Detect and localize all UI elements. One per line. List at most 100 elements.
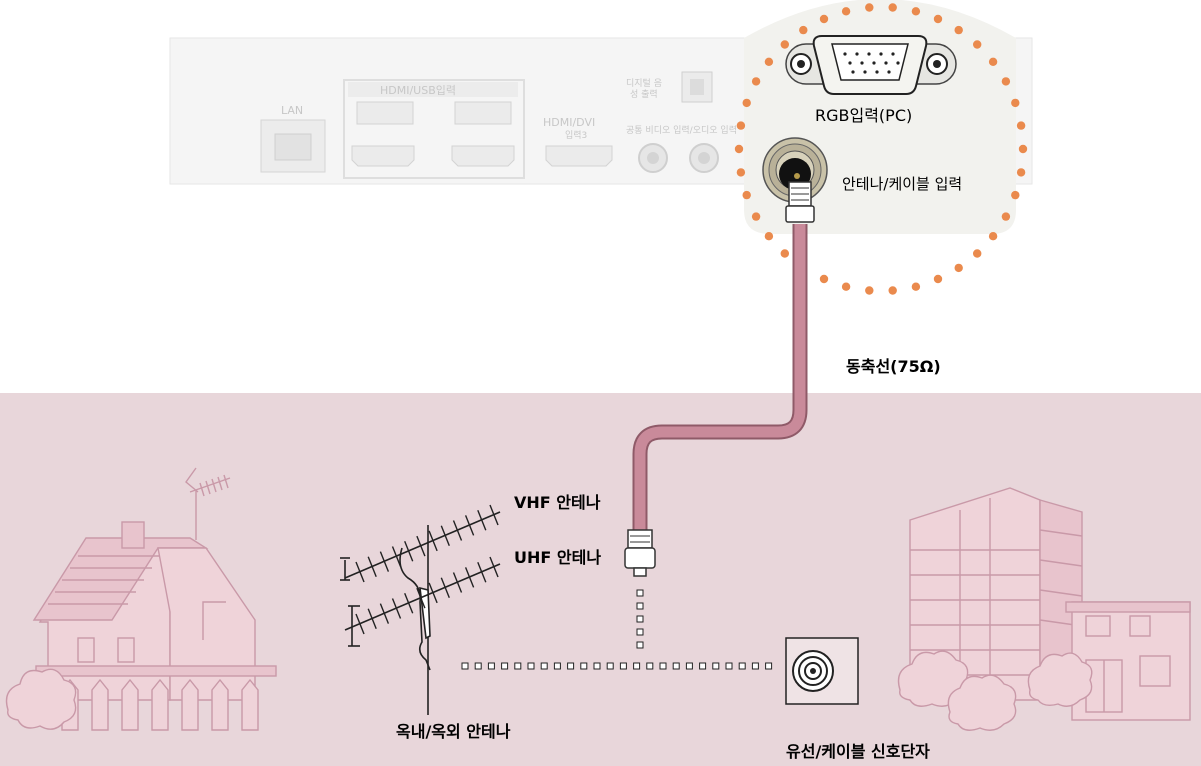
callout-dot [988, 57, 998, 66]
lan-port [260, 119, 326, 173]
signal-dash [606, 662, 614, 670]
callout-dot [1001, 77, 1011, 86]
antenna-element [489, 504, 499, 526]
signal-dash [527, 662, 535, 670]
antenna-element [404, 541, 414, 562]
antenna-label: 옥내/옥외 안테나 [396, 722, 511, 741]
callout-dot [973, 40, 982, 49]
antenna-element [440, 577, 450, 598]
tv-antenna-icon [340, 511, 501, 715]
signal-dash [501, 662, 509, 670]
callout-dot [734, 144, 744, 154]
callout-dot [954, 25, 963, 35]
hdmi-port-3 [545, 145, 613, 167]
callout-dot [780, 40, 789, 49]
signal-dash [580, 662, 588, 670]
callout-dot [888, 286, 897, 295]
callout-dot [841, 282, 851, 291]
component-label: 공통 비디오 입력/오디오 입력 [626, 124, 737, 136]
callout-dot [1016, 168, 1026, 177]
usb-port-1 [356, 101, 414, 125]
signal-dash [540, 662, 548, 670]
signal-dash [712, 662, 720, 670]
antenna-element [464, 515, 475, 536]
antenna-element [404, 593, 414, 614]
antenna-element [428, 530, 438, 552]
antenna-element [379, 551, 390, 572]
callout-dot [799, 25, 808, 35]
callout-dot [751, 212, 761, 221]
callout-dot [841, 7, 851, 16]
signal-dash [514, 662, 522, 670]
coax-cable-label: 동축선(75Ω) [846, 357, 941, 376]
callout-dot [911, 282, 921, 291]
cable-top-connector [785, 181, 815, 223]
digital-audio-label: 디지털 음 [626, 77, 662, 89]
callout-dot [1016, 121, 1026, 130]
rgb-input-label: RGB입력(PC) [815, 106, 912, 125]
usb-port-2 [454, 101, 512, 125]
hdmi-dvi-label: HDMI/DVI [543, 116, 595, 129]
input3-label: 입력3 [565, 129, 587, 141]
callout-dot [954, 263, 963, 273]
signal-dash [487, 662, 495, 670]
callout-dot [736, 168, 746, 177]
signal-dash [636, 615, 644, 623]
antenna-element [355, 561, 365, 583]
hdmi-port-1 [351, 145, 415, 167]
signal-dash [636, 602, 644, 610]
vhf-antenna-label: VHF 안테나 [514, 493, 601, 512]
antenna-element [367, 608, 377, 630]
signal-dash [659, 662, 667, 670]
bush-left [5, 668, 77, 730]
callout-dot [764, 232, 774, 241]
antenna-element [440, 525, 450, 546]
callout-dot [933, 274, 943, 284]
signal-dash [633, 662, 641, 670]
antenna-element [416, 587, 426, 609]
signal-dash [567, 662, 575, 670]
house-illustration [5, 467, 277, 731]
callout-dot [973, 249, 982, 258]
callout-dot [1011, 190, 1020, 200]
antenna-element [367, 556, 377, 578]
apartment-illustration [897, 487, 1191, 731]
antenna-element [416, 535, 426, 557]
hdmi-port-2 [451, 145, 515, 167]
antenna-element [355, 613, 365, 635]
callout-dot [988, 232, 998, 241]
callout-dot [751, 77, 761, 86]
signal-dash-lines [461, 589, 773, 670]
antenna-element [452, 520, 463, 541]
signal-dash [636, 628, 644, 636]
callout-dots [734, 3, 1028, 295]
uhf-antenna-label: UHF 안테나 [514, 548, 601, 567]
callout-dot [1001, 212, 1011, 221]
signal-dash [738, 662, 746, 670]
antenna-element [477, 561, 487, 583]
signal-dash [474, 662, 482, 670]
cable-terminal-label: 유선/케이블 신호단자 [786, 742, 930, 761]
callout-dot [742, 98, 751, 108]
callout-dot [780, 249, 789, 258]
signal-dash [685, 662, 693, 670]
antenna-input-label: 안테나/케이블 입력 [842, 175, 962, 193]
signal-dash [636, 589, 644, 597]
fence [61, 678, 259, 731]
antenna-element [391, 546, 402, 567]
antenna-element [391, 598, 402, 619]
signal-dash [461, 662, 469, 670]
callout-dot [911, 7, 921, 16]
callout-dot [865, 286, 874, 295]
signal-dash [636, 641, 644, 649]
signal-dash [751, 662, 759, 670]
antenna-element [428, 582, 438, 604]
signal-dash [765, 662, 773, 670]
callout-dot [933, 14, 943, 24]
antenna-element [452, 572, 463, 593]
digital-audio-label-2: 성 출력 [630, 88, 658, 100]
callout-dot [1011, 98, 1020, 108]
callout-dot [819, 274, 829, 284]
signal-dash [699, 662, 707, 670]
